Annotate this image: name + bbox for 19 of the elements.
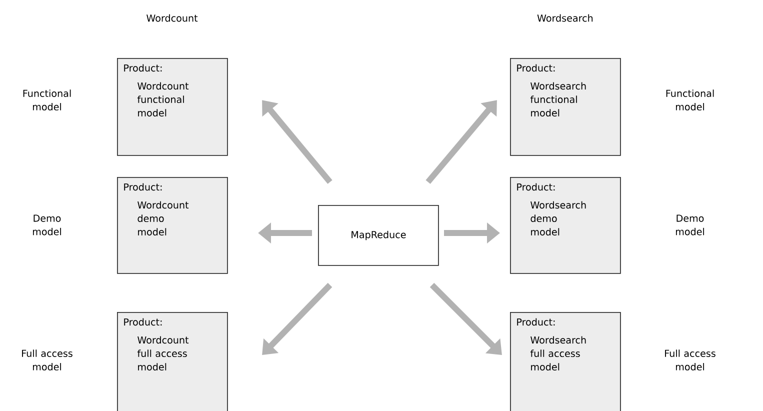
- product-box: Product: Wordsearch functional model: [510, 58, 621, 156]
- row-label: Functional model: [666, 90, 714, 110]
- product-box: Product: Wordsearch demo model: [510, 177, 621, 274]
- row-label: Demo model: [676, 214, 704, 236]
- product-box: Product: Wordcount functional model: [117, 58, 228, 156]
- product-box: Product: Wordcount demo model: [117, 177, 228, 274]
- row-label: Full access model: [665, 350, 716, 370]
- row-label: Demo model: [33, 214, 61, 236]
- row-label: Functional model: [23, 90, 71, 110]
- process-box: MapReduce: [318, 205, 439, 266]
- row-label: Full access model: [22, 350, 72, 370]
- column-heading: Wordcount: [146, 14, 198, 22]
- block-arrow: [430, 282, 502, 355]
- block-arrow: [262, 282, 332, 355]
- block-arrow: [262, 100, 332, 184]
- product-box: Product: Wordsearch full access model: [510, 312, 621, 411]
- column-heading: Wordsearch: [537, 14, 593, 22]
- product-box: Product: Wordcount full access model: [117, 312, 228, 411]
- block-arrow: [426, 100, 497, 184]
